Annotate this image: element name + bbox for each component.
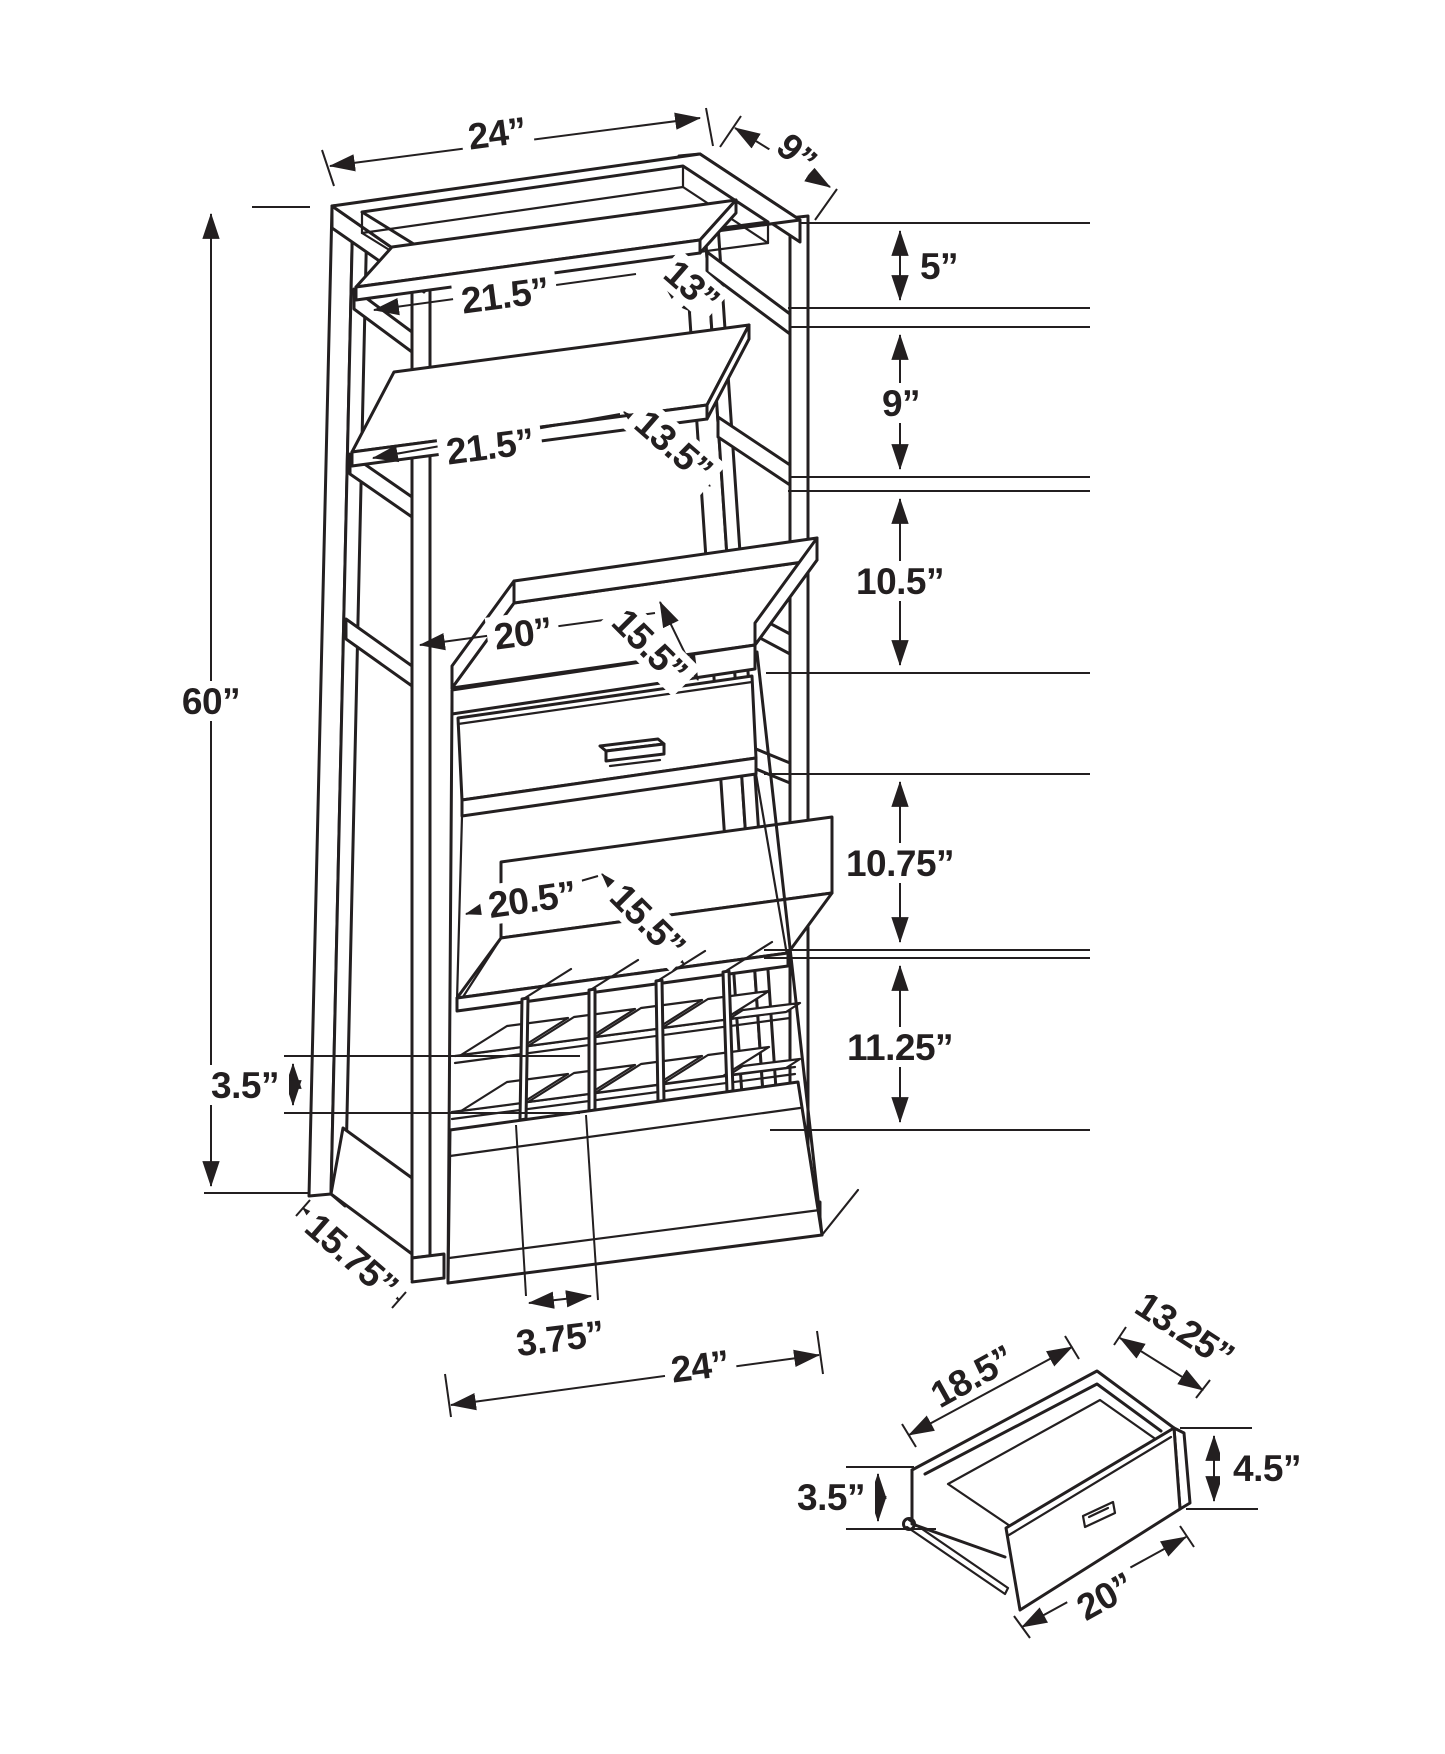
dim-label-total-height: 60” — [182, 681, 240, 722]
back-right-post — [788, 214, 810, 1208]
base-front-lines — [447, 1106, 822, 1260]
dim-cabinet-top-width: 20” — [418, 608, 656, 658]
drawer-handle-shadow — [608, 758, 662, 768]
shelf1-right-edge — [698, 198, 738, 255]
wine-divider-3 — [654, 978, 666, 1104]
right-rail-shelf1 — [705, 250, 792, 336]
dim-gap-top-shelf1: 5” — [788, 222, 1090, 309]
left-rail-shelf2 — [348, 452, 414, 519]
drawer-rim-outer — [910, 1369, 1176, 1472]
back-left-foot — [410, 1252, 446, 1284]
dim-label-drawer-inner-width: 18.5” — [924, 1337, 1021, 1416]
dim-drawer-inner-depth: 13.25” — [1113, 1280, 1248, 1399]
dim-shelf1-width: 21.5” — [372, 268, 637, 322]
dim-label-gap-top-shelf1: 5” — [920, 246, 958, 287]
dim-label-gap-shelf1-shelf2: 9” — [882, 383, 920, 424]
wine-divider-top-edges — [523, 940, 774, 1000]
dim-label-gap-shelf2-cabinet: 10.5” — [856, 561, 944, 602]
left-side-frame — [307, 202, 446, 1284]
dim-label-drawer-front-height: 4.5” — [1233, 1448, 1301, 1489]
drawer-detail-handle-inner — [1087, 1506, 1110, 1519]
dim-label-cabinet-top-width: 20” — [492, 609, 555, 657]
dim-label-drawer-side-height: 3.5” — [797, 1477, 865, 1518]
cabinet-base — [446, 1080, 860, 1285]
dim-gap-shelf2-cabinet: 10.5” — [766, 490, 1090, 674]
drawer-glide-rail — [905, 1518, 1010, 1596]
base-bottom-back-edge — [820, 1188, 860, 1237]
bar-unit-line-art — [307, 152, 1192, 1612]
cubby-left-wall-base — [459, 936, 503, 1002]
dim-label-top-depth: 9” — [769, 125, 825, 181]
wine-divider-2 — [587, 987, 597, 1113]
drawer-gap-line — [456, 680, 754, 726]
top-frame-corner-edges — [360, 164, 770, 287]
dim-drawer-side-height: 3.5” — [787, 1466, 936, 1530]
drawer-panel-top-line — [1007, 1435, 1173, 1537]
dim-gap-drawer-shelf: 10.75” — [764, 773, 1090, 951]
dim-label-wine-cubby-width: 3.75” — [514, 1313, 606, 1364]
drawer-rim-inner — [923, 1382, 1163, 1476]
dim-label-drawer-inner-depth: 13.25” — [1128, 1284, 1241, 1377]
wine-divider-1 — [518, 996, 530, 1122]
drawer-handle-front — [604, 742, 666, 763]
wine-shelf2-surfaces — [459, 1045, 802, 1113]
drawer-left-wall-edge — [910, 1468, 1007, 1559]
dim-label-top-width: 24” — [466, 109, 529, 157]
cubby-opening-sides — [455, 772, 789, 1002]
dim-drawer-front-height: 4.5” — [1180, 1427, 1314, 1510]
dim-label-wine-rack-height: 11.25” — [847, 1027, 953, 1068]
shelf-1 — [354, 198, 738, 302]
wine-shelf1-surfaces — [459, 989, 802, 1057]
cabinet-right-edge — [755, 650, 824, 1237]
dim-label-wine-cubby-height: 3.5” — [211, 1065, 279, 1106]
dimension-annotations: 24” 9” 5” 9” 10.5” — [175, 107, 1314, 1639]
gallery-right-rail — [753, 536, 819, 647]
dim-total-height: 60” — [175, 206, 310, 1194]
dim-gap-shelf1-shelf2: 9” — [790, 326, 1090, 478]
dim-wine-cubby-height: 3.5” — [201, 1055, 580, 1114]
dim-shelf2-width: 21.5” — [371, 413, 621, 473]
right-rail-shelf2 — [716, 415, 792, 487]
left-rail-cabinet-top — [344, 617, 414, 688]
dim-drawer-inner-width: 18.5” — [901, 1333, 1080, 1448]
left-rail-shelf1 — [352, 287, 414, 354]
dim-top-width: 24” — [321, 107, 714, 187]
dim-wine-rack-height: 11.25” — [764, 957, 1090, 1131]
dim-label-gap-drawer-shelf: 10.75” — [846, 843, 954, 884]
dim-label-base-width: 24” — [669, 1342, 732, 1390]
dim-base-width: 24” — [444, 1330, 824, 1418]
